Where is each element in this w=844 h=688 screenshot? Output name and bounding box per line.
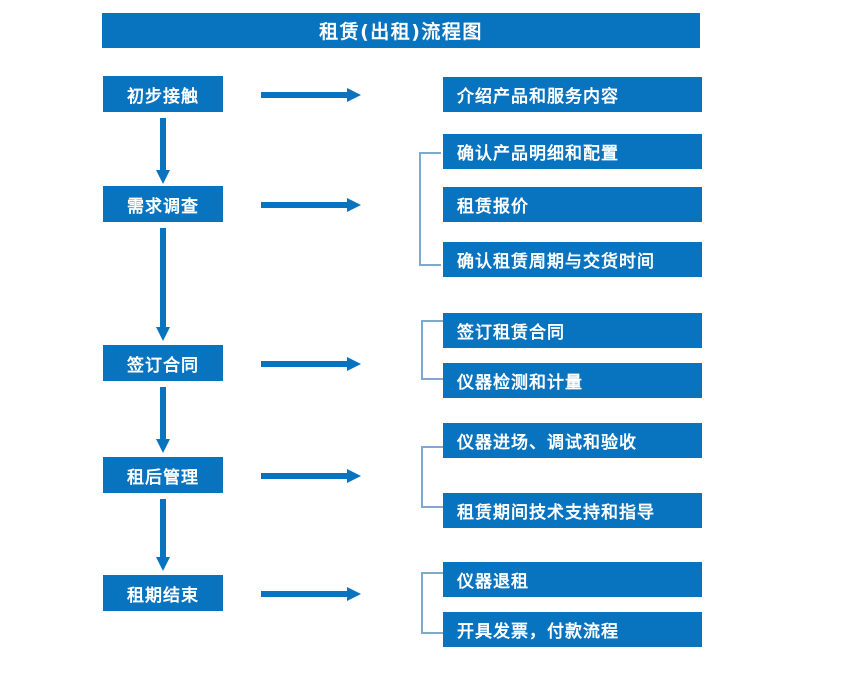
down-arrow-icon-3 bbox=[156, 387, 170, 453]
stage-box-4[interactable]: 租后管理 bbox=[103, 457, 223, 493]
detail-box-6[interactable]: 仪器检测和计量 bbox=[443, 363, 702, 398]
down-arrow-icon-4 bbox=[156, 499, 170, 571]
detail-box-5[interactable]: 签订租赁合同 bbox=[443, 313, 702, 348]
right-arrow-icon-4 bbox=[261, 468, 361, 483]
right-arrow-icon-5 bbox=[261, 586, 361, 601]
stage-box-5[interactable]: 租期结束 bbox=[103, 575, 223, 611]
down-arrow-icon-2 bbox=[156, 228, 170, 341]
group-bracket-icon-4 bbox=[421, 572, 443, 634]
detail-box-8[interactable]: 租赁期间技术支持和指导 bbox=[443, 493, 702, 528]
detail-box-3[interactable]: 租赁报价 bbox=[443, 187, 702, 222]
stage-box-2[interactable]: 需求调查 bbox=[103, 186, 223, 222]
stage-box-1[interactable]: 初步接触 bbox=[103, 76, 223, 112]
right-arrow-icon-3 bbox=[261, 356, 361, 371]
group-bracket-icon-2 bbox=[421, 320, 443, 380]
detail-box-1[interactable]: 介绍产品和服务内容 bbox=[443, 77, 702, 112]
detail-box-7[interactable]: 仪器进场、调试和验收 bbox=[443, 423, 702, 458]
down-arrow-icon-1 bbox=[156, 118, 170, 184]
group-bracket-icon-1 bbox=[419, 152, 441, 266]
detail-box-10[interactable]: 开具发票，付款流程 bbox=[443, 612, 702, 647]
chart-title: 租赁(出租)流程图 bbox=[102, 13, 700, 48]
detail-box-2[interactable]: 确认产品明细和配置 bbox=[443, 134, 702, 169]
detail-box-9[interactable]: 仪器退租 bbox=[443, 562, 702, 597]
detail-box-4[interactable]: 确认租赁周期与交货时间 bbox=[443, 242, 702, 277]
stage-box-3[interactable]: 签订合同 bbox=[103, 345, 223, 381]
right-arrow-icon-2 bbox=[261, 197, 361, 212]
group-bracket-icon-3 bbox=[421, 446, 443, 508]
right-arrow-icon-1 bbox=[261, 87, 361, 102]
